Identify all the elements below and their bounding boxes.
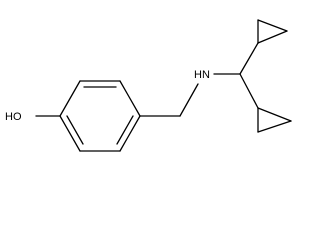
ring-bond-c6-c1 (59, 115, 81, 152)
ring-bond-c3-c4 (119, 80, 141, 117)
upper-cyclopropyl-ring (257, 19, 288, 44)
ring-bond-c4-c5 (119, 115, 141, 152)
ring-double-bond-inner-3 (66, 115, 84, 145)
lower-cyclopropyl-ring (257, 107, 292, 133)
ring-bond-c1-c2 (59, 80, 81, 117)
amine-label: HN (194, 69, 210, 81)
structure-drawing: HO HN (5, 19, 292, 152)
bond-ch-to-lower-cyclopropyl (239, 73, 259, 109)
molecule-diagram: HO HN (5, 19, 292, 152)
bond-ch2-to-nitrogen (179, 83, 199, 117)
benzene-ring (59, 80, 141, 152)
bond-ch-to-upper-cyclopropyl (239, 42, 259, 75)
ring-double-bond-inner-2 (116, 115, 134, 145)
hydroxyl-label: HO (5, 111, 22, 123)
